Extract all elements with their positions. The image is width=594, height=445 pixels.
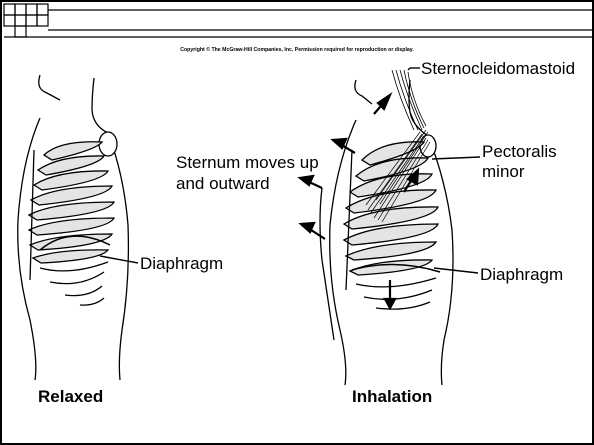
corner-decoration	[4, 4, 48, 37]
sternum-label-line2: and outward	[176, 174, 270, 193]
inhalation-figure	[320, 80, 453, 385]
inhalation-caption: Inhalation	[352, 387, 432, 406]
sternum-label-line1: Sternum moves up	[176, 153, 319, 172]
diaphragm-label-right: Diaphragm	[480, 265, 563, 284]
sternocleidomastoid-label: Sternocleidomastoid	[421, 59, 575, 78]
relaxed-figure	[18, 75, 129, 380]
copyright-notice: Copyright © The McGraw-Hill Companies, I…	[180, 46, 414, 53]
diaphragm-label-left: Diaphragm	[140, 254, 223, 273]
pectoralis-label-line1: Pectoralis	[482, 142, 557, 161]
pectoralis-label-line2: minor	[482, 162, 525, 181]
header-rule	[4, 10, 594, 37]
relaxed-caption: Relaxed	[38, 387, 103, 406]
